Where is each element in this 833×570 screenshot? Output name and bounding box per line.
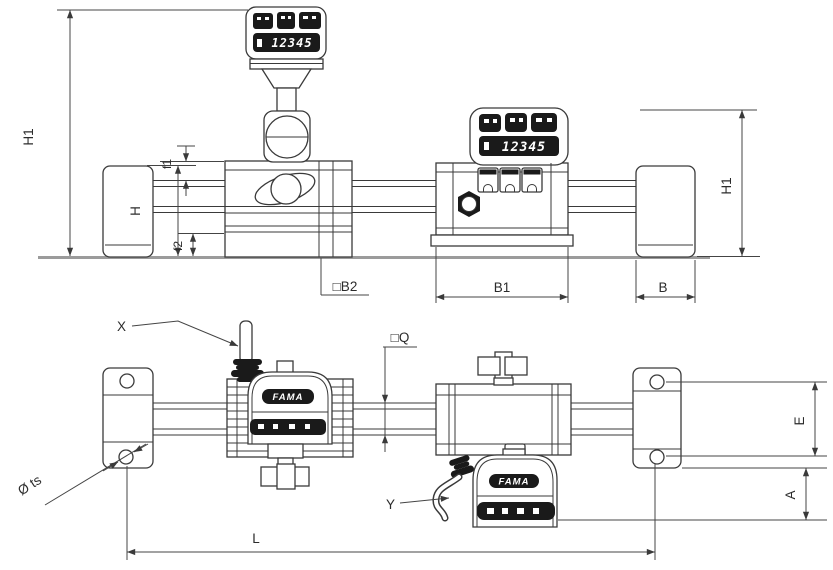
flange-hole-bottom-left	[118, 449, 134, 465]
transmitter-dome: FAMA	[247, 371, 333, 445]
antenna	[231, 320, 264, 382]
front-view: 12345	[21, 6, 760, 303]
brand-badge-bottom	[489, 474, 539, 488]
dim-b-label: B	[658, 280, 667, 295]
vent-tab	[276, 360, 294, 374]
display-screen-right: 12345	[479, 136, 559, 156]
terminal-feet	[477, 167, 543, 193]
callout-x-label: X	[117, 319, 126, 334]
drain-valve	[260, 443, 310, 490]
terminal-strip-bottom	[477, 502, 555, 520]
plan-view: FAMA	[15, 319, 827, 560]
dim-b1-label: B1	[494, 280, 511, 295]
hex-nut-icon	[458, 191, 480, 217]
display-buttons-right	[479, 113, 557, 132]
display-screen-top: 12345	[253, 33, 320, 52]
dim-h: H	[128, 165, 196, 256]
display-digits-right: 12345	[502, 140, 546, 155]
dim-dia-ts-label: Ø ts	[15, 472, 44, 498]
transmitter-unit-bottom: FAMA	[432, 448, 558, 528]
transmitter-unit: FAMA	[226, 320, 354, 490]
dim-e: E	[666, 381, 827, 457]
dim-a: A	[558, 467, 827, 521]
flange-hole-bottom-right	[649, 449, 665, 465]
dim-l: L	[126, 464, 656, 560]
dim-e-label: E	[792, 416, 807, 425]
sensor-stem	[249, 58, 324, 163]
dim-q-label: □Q	[391, 330, 410, 345]
meter-unit-right-front: 12345	[430, 107, 574, 247]
dim-b2-label: □B2	[333, 279, 358, 294]
callout-y-label: Y	[386, 497, 395, 512]
display-head-top: 12345	[245, 6, 327, 60]
dim-h1-right: H1	[640, 109, 760, 257]
dim-b2: □B2	[320, 258, 369, 296]
flange-right	[632, 367, 682, 469]
brand-badge	[262, 389, 314, 404]
dim-f2-label: f2	[171, 241, 185, 251]
pipe-plan	[153, 402, 633, 436]
dim-f1: f1	[160, 145, 224, 196]
conduit-tube	[432, 473, 463, 522]
dim-h1-left: H1	[21, 9, 248, 256]
flange-hole-top-left	[119, 373, 135, 389]
display-buttons-top	[253, 12, 321, 29]
dim-l-label: L	[252, 531, 260, 546]
flange-left	[102, 367, 154, 469]
brand-text-bottom: FAMA	[499, 477, 530, 488]
callout-x: X	[117, 319, 239, 347]
display-digits-top: 12345	[271, 36, 312, 50]
dim-h-label: H	[128, 206, 143, 216]
dim-h1-left-label: H1	[21, 128, 36, 145]
brand-logo-mark	[254, 172, 316, 206]
actuator-unit	[435, 351, 572, 457]
end-cap-left-front	[102, 165, 154, 258]
pipe-front	[153, 180, 636, 213]
dim-h1-right-label: H1	[719, 177, 734, 194]
brand-text-left: FAMA	[273, 392, 304, 403]
dim-b1: B1	[435, 247, 569, 303]
flange-hole-top-right	[649, 374, 665, 390]
dim-f1-label: f1	[160, 159, 174, 169]
callout-y: Y	[386, 495, 450, 512]
dim-a-label: A	[783, 490, 798, 499]
meter-body-front	[224, 160, 353, 258]
butterfly-handle	[477, 351, 528, 386]
dim-b: B	[635, 260, 696, 303]
end-cap-right-front	[635, 165, 696, 258]
terminal-strip	[250, 419, 326, 435]
dim-f2: f2	[171, 233, 224, 256]
dim-q: □Q	[381, 330, 417, 452]
